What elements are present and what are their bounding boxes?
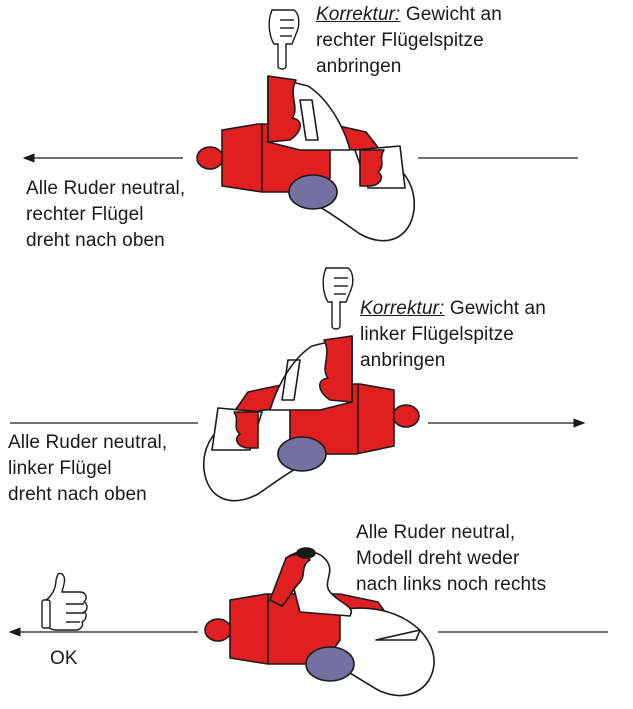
pointing-hand-down-icon bbox=[322, 267, 354, 330]
panel-3 bbox=[8, 547, 608, 697]
model-airplane-2 bbox=[203, 335, 420, 502]
correction-text-2: Korrektur: Gewicht an linker Flügelspitz… bbox=[360, 298, 546, 371]
ok-label: OK bbox=[50, 648, 78, 669]
correction-text-1: Korrektur: Gewicht an rechter Flügelspit… bbox=[316, 4, 502, 77]
panel-1 bbox=[22, 9, 578, 242]
model-airplane-1 bbox=[196, 75, 415, 242]
state-text-1: Alle Ruder neutral, rechter Flügel dreht… bbox=[26, 178, 186, 251]
state-text-2: Alle Ruder neutral, linker Flügel dreht … bbox=[8, 432, 168, 505]
pointing-hand-down-icon bbox=[268, 9, 300, 70]
thumbs-up-icon bbox=[41, 572, 88, 631]
correction-label-2: Korrektur: bbox=[360, 298, 445, 319]
model-airplane-3 bbox=[204, 547, 435, 697]
state-text-3: Alle Ruder neutral, Modell dreht weder n… bbox=[356, 522, 547, 595]
correction-label-1: Korrektur: bbox=[316, 4, 401, 25]
panel-2 bbox=[10, 267, 586, 502]
